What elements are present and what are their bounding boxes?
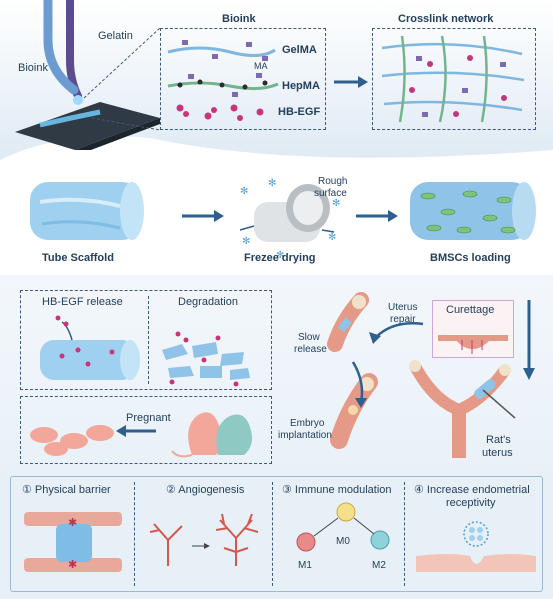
ma-label: MA <box>254 61 268 71</box>
uterus-repair-label-line1: Uterus <box>388 302 418 313</box>
m0-cell <box>336 502 356 522</box>
step-freeze-drying-label: Frezee drying <box>244 252 316 264</box>
m2-cell <box>370 530 390 550</box>
arrow-step2 <box>356 210 398 222</box>
crosslink-network <box>381 35 525 123</box>
step-tube-scaffold-label: Tube Scaffold <box>42 252 114 264</box>
svg-text:✻: ✻ <box>332 198 340 209</box>
gelma-strand <box>167 46 276 57</box>
svg-text:✻: ✻ <box>268 178 276 189</box>
rats-uterus-label-line1: Rat's <box>486 434 511 446</box>
curettage-inset <box>432 300 514 358</box>
svg-text:✻: ✻ <box>276 250 284 260</box>
rats-icon <box>171 412 252 458</box>
slow-release-label-line1: Slow <box>298 332 320 343</box>
mechanism-divider-1 <box>134 482 135 586</box>
release-degradation-panel <box>20 290 272 390</box>
curettage-label: Curettage <box>446 304 495 316</box>
tube-scaffold <box>30 182 144 240</box>
printer-illustration <box>15 0 160 150</box>
rough-surface-label-line1: Rough <box>318 176 348 187</box>
hb-egf-release-title: HB-EGF release <box>42 296 123 308</box>
release-panel-divider <box>148 296 149 384</box>
curettage-illustration <box>438 335 508 354</box>
bioink-components <box>167 40 279 121</box>
mechanism-physical-barrier-title: ① Physical barrier <box>22 484 111 496</box>
bottom-band <box>0 470 553 599</box>
receptivity-icon <box>416 521 536 572</box>
bmsc-loaded-scaffold <box>410 182 536 240</box>
svg-text:✱: ✱ <box>68 558 77 571</box>
crosslink-panel <box>372 28 536 130</box>
hepma-strand <box>167 81 279 91</box>
freeze-dried-scaffold: ✻ ✻ ✻ ✻ ✻ ✻ <box>239 178 340 260</box>
svg-text:✻: ✻ <box>242 236 250 247</box>
mechanism-receptivity-title-line1: ④ Increase endometrial <box>414 484 530 496</box>
hepma-label: HepMA <box>282 80 320 92</box>
gelma-label: GelMA <box>282 44 317 56</box>
physical-barrier-icon: ✱ ✱ <box>24 512 122 572</box>
embryo-implantation-label-line1: Embryo <box>290 418 325 429</box>
arrow-step1 <box>182 210 224 222</box>
snowflake-icons: ✻ ✻ ✻ ✻ ✻ ✻ <box>240 178 340 260</box>
print-platform <box>15 102 160 150</box>
bioink-nozzle <box>43 0 79 95</box>
arrow-to-crosslink <box>334 76 368 88</box>
bioink-panel-title: Bioink <box>222 13 256 25</box>
bioink-panel <box>160 28 326 130</box>
mechanism-immune-modulation-title: ③ Immune modulation <box>282 484 392 496</box>
m1-label: M1 <box>298 560 312 571</box>
pregnancy-illustration <box>30 412 252 458</box>
pregnancy-panel <box>20 396 272 464</box>
zoom-lines <box>83 27 161 131</box>
svg-text:✻: ✻ <box>328 232 336 243</box>
uterus-flow-illustration <box>327 292 535 458</box>
mechanisms-panel <box>10 476 543 592</box>
pregnant-label: Pregnant <box>126 412 171 424</box>
printed-filament <box>39 109 101 128</box>
m2-label: M2 <box>372 560 386 571</box>
angiogenesis-icon <box>149 513 259 566</box>
rats-uterus-label-line2: uterus <box>482 447 513 459</box>
gelatin-label: Gelatin <box>98 30 133 42</box>
step-bmsc-loading-label: BMSCs loading <box>430 252 511 264</box>
release-illustration <box>40 315 250 387</box>
m0-label: M0 <box>336 536 350 547</box>
degradation-title: Degradation <box>178 296 238 308</box>
mechanism-divider-3 <box>404 482 405 586</box>
svg-text:✱: ✱ <box>68 516 77 529</box>
m1-cell <box>296 532 316 552</box>
slow-release-label-line2: release <box>294 344 327 355</box>
immune-modulation-icon <box>296 502 390 552</box>
mechanism-receptivity-title-line2: receptivity <box>446 497 496 509</box>
mechanism-angiogenesis-title: ② Angiogenesis <box>166 484 245 496</box>
uterus-repair-label-line2: repair <box>390 314 416 325</box>
bioink-label: Bioink <box>18 62 48 74</box>
pups-icon <box>30 425 114 456</box>
embryo-implantation-label-line2: implantation <box>278 430 332 441</box>
rough-surface-label-line2: surface <box>314 188 347 199</box>
mechanism-divider-2 <box>272 482 273 586</box>
hb-egf-molecules <box>176 104 264 121</box>
hb-egf-label: HB-EGF <box>278 106 321 118</box>
svg-text:✻: ✻ <box>240 186 248 197</box>
arrow-uterus-repair <box>374 322 424 339</box>
crosslink-panel-title: Crosslink network <box>398 13 494 25</box>
